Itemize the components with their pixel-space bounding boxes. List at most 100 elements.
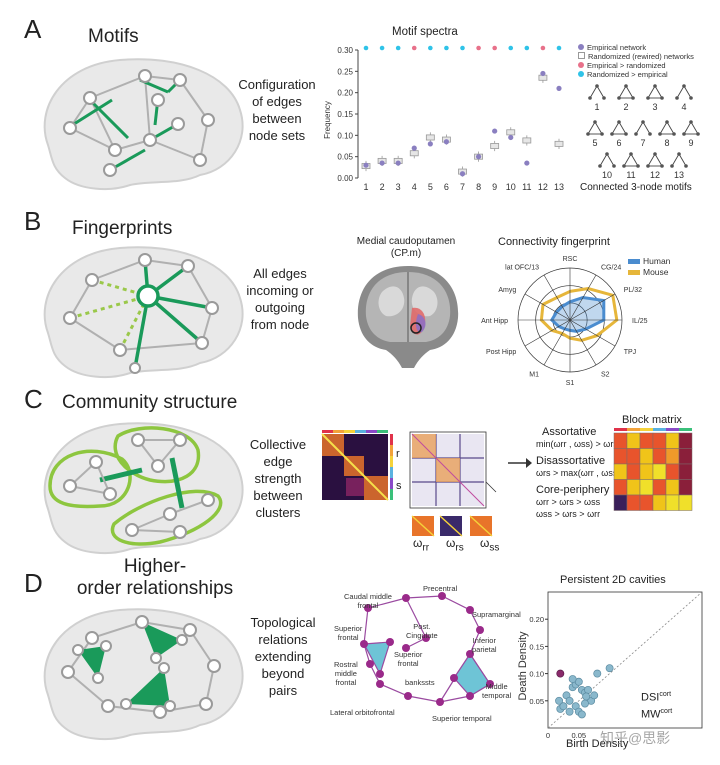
community-color-bar: [390, 478, 393, 489]
motif-node: [653, 84, 657, 88]
block-cell: [626, 494, 641, 511]
motif-node: [617, 96, 621, 100]
x-tick-label: 8: [476, 182, 481, 192]
motif-node: [624, 132, 628, 136]
motif-node: [598, 164, 602, 168]
motif-node: [602, 96, 606, 100]
motif-icon: [634, 120, 652, 136]
title-line: Higher-: [123, 556, 187, 577]
motif-node: [612, 164, 616, 168]
motif-number: 2: [623, 102, 628, 112]
community-color-bar: [355, 430, 366, 433]
community-color-bar: [627, 428, 640, 431]
motif-brain-illustration: [43, 58, 244, 190]
y-tick-label: 0.20: [529, 615, 544, 624]
title-line: order relationships: [76, 578, 234, 599]
block-cell: [665, 432, 680, 449]
dsi-point: [605, 664, 614, 673]
desc-line: between: [252, 111, 302, 126]
panel-a-title: Motifs: [88, 26, 139, 47]
panel-a-description: Configuration of edges between node sets: [222, 76, 332, 144]
radar-axis-label: lat OFC/13: [505, 264, 539, 271]
diagonal-line: [547, 591, 703, 729]
label-line: Inferior: [472, 636, 496, 645]
desc-line: Configuration: [238, 77, 316, 92]
community-color-bar: [377, 430, 388, 433]
dsi-point: [565, 707, 574, 716]
block-cell: [626, 432, 641, 449]
omega-symbol: ω: [413, 536, 423, 550]
matrix-frame: [409, 431, 487, 509]
y-tick-label: 0.10: [529, 670, 544, 679]
community-color-bar: [366, 430, 377, 433]
motif-node: [689, 96, 693, 100]
y-tick-label: 0.05: [337, 153, 353, 162]
dsi-point: [582, 692, 591, 701]
motif-node: [641, 120, 645, 124]
motif-number: 5: [592, 138, 597, 148]
motif-number: 1: [594, 102, 599, 112]
motif-icon: [622, 152, 640, 168]
panel-c-title: Community structure: [62, 392, 238, 413]
motif-edge: [594, 121, 603, 135]
dsi-point: [555, 696, 564, 705]
label-line: Cingulate: [406, 631, 438, 640]
box: [554, 140, 564, 147]
motif-edge: [642, 121, 651, 135]
motif-node: [675, 96, 679, 100]
block-cell: [613, 494, 628, 511]
mw-point: [556, 669, 565, 678]
dsi-point: [581, 699, 589, 708]
motif-edge: [599, 153, 608, 167]
omega-sub: rr: [422, 542, 430, 554]
desc-line: incoming or: [246, 283, 314, 298]
x-tick-label: 11: [522, 182, 531, 192]
label-line: frontal: [397, 659, 419, 668]
x-tick-label: 13: [554, 182, 564, 192]
motif-edge: [606, 153, 615, 167]
block-cell: [678, 448, 693, 465]
x-tick-label: 5: [428, 182, 433, 192]
motif-edge: [623, 153, 632, 167]
cavities-xlabel: Birth Density: [566, 738, 629, 750]
radar-axis-label: Ant Hipp: [481, 318, 508, 325]
significance-dot: [492, 45, 497, 51]
motif-chart-title: Motif spectra: [392, 26, 458, 38]
cavities-title: Persistent 2D cavities: [560, 574, 666, 586]
legend-swatch: [578, 52, 585, 59]
motif-number: 7: [640, 138, 645, 148]
label-line: temporal: [482, 691, 512, 700]
motif-caption: Connected 3-node motifs: [580, 182, 692, 193]
label-post-cingulate: Post.Cingulate: [406, 622, 438, 640]
label-precentral: Precentral: [423, 584, 458, 593]
block-cell: [626, 463, 641, 480]
y-axis-label: Death Density: [518, 631, 529, 701]
motif-edge: [587, 121, 596, 135]
dsi-point: [568, 675, 577, 683]
label-line: parietal: [472, 645, 497, 654]
title-line: (CP.m): [390, 248, 422, 259]
desc-line: extending: [254, 649, 312, 664]
omega-sub: ss: [489, 542, 500, 554]
legend-sup: cort: [659, 691, 672, 698]
matrix-diagonal: [363, 475, 389, 501]
community-rules: Assortative min(ωrr , ωss) > ωrs Disasso…: [536, 426, 620, 520]
motif-node: [689, 120, 693, 124]
empirical-point: [540, 70, 546, 77]
motif-icon: [658, 120, 676, 136]
motif-icon: [610, 120, 628, 136]
cavities-legend: DSIcort MWcort: [641, 688, 672, 721]
significance-dot: [508, 45, 514, 51]
dsi-point: [584, 685, 592, 694]
desc-line: pairs: [268, 683, 298, 698]
label-line: middle: [334, 669, 357, 678]
community-brain-illustration: [43, 422, 244, 554]
rule-assortative-formula: min(ωrr , ωss) > ωrs: [536, 439, 618, 449]
desc-line: Topological: [250, 615, 316, 630]
empirical-point: [524, 160, 530, 166]
block-cell: [639, 448, 654, 465]
dsi-point: [577, 710, 586, 719]
